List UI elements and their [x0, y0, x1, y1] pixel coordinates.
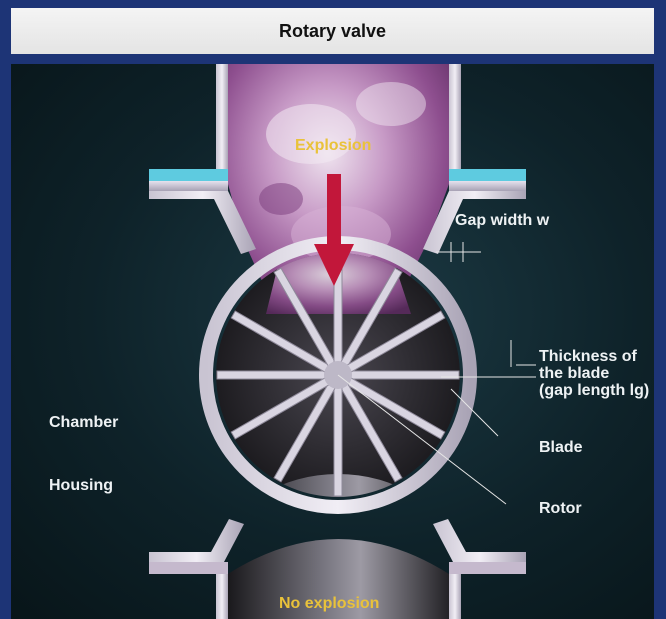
gap-width-label: Gap width w	[455, 212, 549, 229]
left-flange	[149, 169, 228, 181]
rotor-label: Rotor	[539, 500, 582, 517]
blade-label: Blade	[539, 439, 583, 456]
thickness-label-line3: (gap length lg)	[539, 382, 649, 399]
right-flange	[449, 169, 526, 181]
title-bar: Rotary valve	[11, 8, 654, 54]
diagram-panel: Explosion Gap width w Thickness of the b…	[11, 64, 654, 619]
thickness-label-line2: the blade	[539, 365, 609, 382]
figure-title: Rotary valve	[279, 21, 386, 42]
chamber-label: Chamber	[49, 414, 118, 431]
housing-label: Housing	[49, 477, 113, 494]
explosion-label: Explosion	[295, 137, 371, 154]
thickness-label-line1: Thickness of	[539, 348, 637, 365]
no-explosion-label: No explosion	[279, 595, 379, 612]
